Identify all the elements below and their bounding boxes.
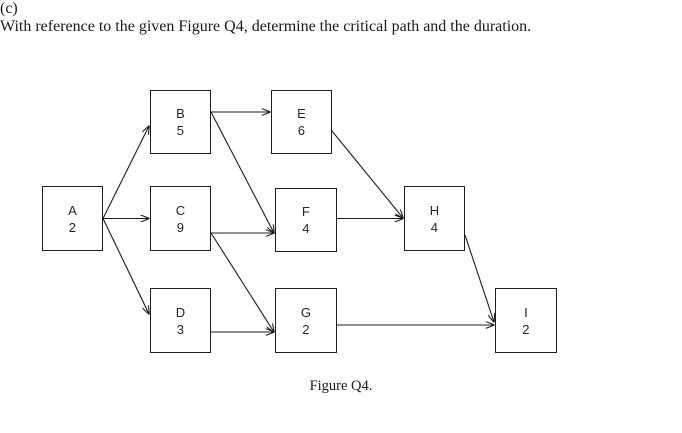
node-e-label: E — [297, 106, 306, 121]
node-a-label: A — [68, 202, 77, 218]
node-b-duration: 5 — [176, 123, 185, 138]
edge-a-to-b — [102, 126, 149, 219]
node-i[interactable]: I 2 — [495, 288, 557, 353]
node-i-duration: 2 — [522, 321, 530, 337]
edge-c-to-g — [210, 232, 274, 332]
node-g-label: G — [300, 304, 312, 320]
node-d-duration: 3 — [176, 321, 185, 337]
question-block: (c) With reference to the given Figure Q… — [0, 0, 682, 70]
figure-q4-diagram: A 2 B 5 C 9 D 3 E 6 F 4 G 2 H 4 I 2 — [0, 70, 682, 390]
node-e-duration: 6 — [297, 123, 306, 138]
node-d-label: D — [175, 304, 186, 320]
edge-layer — [102, 70, 682, 390]
node-c-label: C — [175, 202, 186, 218]
node-h-duration: 4 — [430, 219, 439, 235]
figure-caption: Figure Q4. — [309, 378, 373, 394]
node-c-duration: 9 — [176, 219, 185, 235]
node-b[interactable]: B 5 — [150, 90, 211, 154]
edge-a-to-d — [102, 218, 149, 315]
question-label: (c) — [0, 0, 18, 17]
node-c[interactable]: C 9 — [150, 186, 211, 251]
node-a[interactable]: A 2 — [42, 186, 103, 251]
node-e[interactable]: E 6 — [271, 90, 332, 154]
edge-h-to-i — [464, 234, 494, 322]
node-f-label: F — [301, 204, 311, 219]
node-a-duration: 2 — [68, 219, 77, 235]
node-i-label: I — [524, 304, 528, 320]
node-f[interactable]: F 4 — [275, 188, 337, 252]
edge-b-to-f — [210, 111, 274, 233]
node-d[interactable]: D 3 — [150, 288, 211, 353]
question-text: With reference to the given Figure Q4, d… — [0, 18, 532, 35]
node-f-duration: 4 — [302, 221, 310, 236]
node-b-label: B — [176, 106, 185, 121]
edge-e-to-h — [331, 130, 403, 218]
node-h[interactable]: H 4 — [404, 186, 465, 251]
node-g-duration: 2 — [302, 321, 310, 337]
node-g[interactable]: G 2 — [275, 288, 337, 353]
node-h-label: H — [429, 202, 440, 218]
